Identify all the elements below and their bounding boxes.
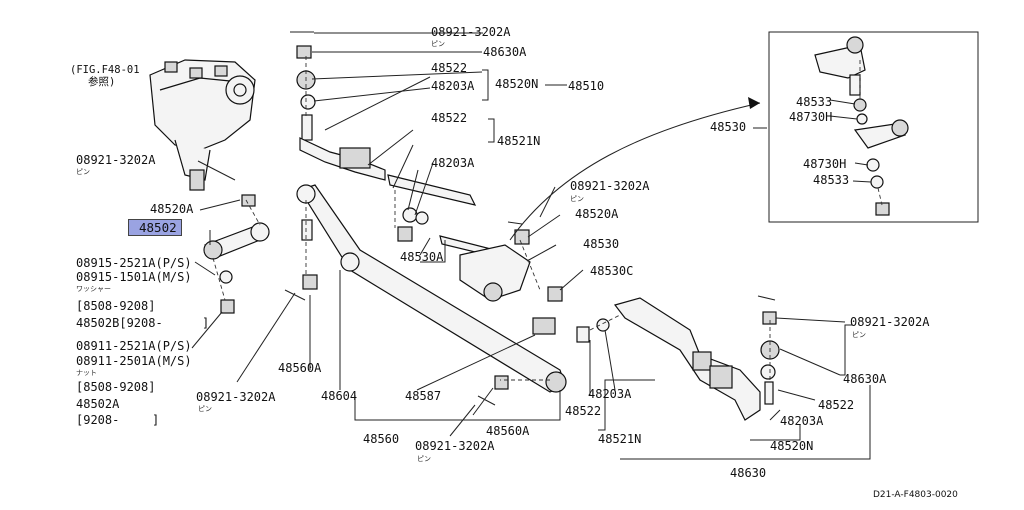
label-48520N-top: 48520N bbox=[495, 77, 539, 91]
label-inset-48730H-bottom: 48730H bbox=[803, 157, 847, 171]
label-48560A-bottom: 48560A bbox=[486, 424, 530, 438]
label-48630A-right: 48630A bbox=[843, 372, 887, 386]
label-48502B: 48502B[9208- bbox=[76, 316, 163, 330]
mid-tie-rod-parts bbox=[387, 174, 563, 302]
label-48203A-bottom: 48203A bbox=[588, 387, 632, 401]
label-date-range-3: [9208- bbox=[76, 413, 120, 427]
label-fig-ref: (FIG.F48-01 bbox=[70, 64, 140, 76]
label-48520A-left: 48520A bbox=[150, 202, 194, 216]
label-pin-right-bottom-note: ピン bbox=[852, 331, 866, 339]
label-nut-note: ナット bbox=[76, 369, 97, 377]
label-pin-top-note: ピン bbox=[431, 40, 445, 48]
label-48530A: 48530A bbox=[400, 250, 444, 264]
label-pin-right-mid-note: ピン bbox=[570, 195, 584, 203]
label-48560: 48560 bbox=[363, 432, 400, 446]
label-inset-48730H-top: 48730H bbox=[789, 110, 833, 124]
label-date-range-2: [8508-9208] bbox=[76, 380, 156, 394]
label-washer-ms: 08915-1501A(M/S) bbox=[76, 270, 192, 284]
label-48502-selected[interactable]: 48502 bbox=[128, 219, 182, 236]
label-nut-ms: 08911-2501A(M/S) bbox=[76, 354, 192, 368]
label-48203A-mid: 48203A bbox=[431, 156, 475, 170]
label-pin-left: 08921-3202A bbox=[76, 153, 156, 167]
pitman-arm-illustration bbox=[203, 194, 270, 314]
label-inset-48533-bottom: 48533 bbox=[813, 173, 850, 187]
label-48530C: 48530C bbox=[590, 264, 634, 278]
label-pin-bottom-left: 08921-3202A bbox=[196, 390, 276, 404]
label-pin-bottom-left-note: ピン bbox=[198, 405, 212, 413]
upper-tie-rod-parts bbox=[290, 31, 386, 181]
label-date-range-1: [8508-9208] bbox=[76, 299, 156, 313]
label-48530-inset: 48530 bbox=[710, 120, 747, 134]
idler-arm-inset-illustration bbox=[814, 36, 909, 216]
label-pin-right-mid: 08921-3202A bbox=[570, 179, 650, 193]
label-nut-ps: 08911-2521A(P/S) bbox=[76, 339, 192, 353]
label-48587: 48587 bbox=[405, 389, 442, 403]
label-pin-top: 08921-3202A bbox=[431, 25, 511, 39]
right-tie-rod-parts bbox=[576, 295, 780, 421]
label-48521N-top: 48521N bbox=[497, 134, 541, 148]
label-pin-bottom-mid: 08921-3202A bbox=[415, 439, 495, 453]
label-48522-top: 48522 bbox=[431, 61, 468, 75]
label-48530-mid: 48530 bbox=[583, 237, 620, 251]
label-48522-bottom: 48522 bbox=[565, 404, 602, 418]
label-48520N-bottom: 48520N bbox=[770, 439, 814, 453]
label-washer-note: ワッシャー bbox=[76, 285, 111, 293]
inset-arrow bbox=[509, 102, 761, 241]
label-48630: 48630 bbox=[730, 466, 767, 480]
steering-gear-illustration bbox=[149, 59, 256, 191]
label-pin-left-note: ピン bbox=[76, 168, 90, 176]
label-48560A-left: 48560A bbox=[278, 361, 322, 375]
label-48522-right: 48522 bbox=[818, 398, 855, 412]
label-pin-bottom-mid-note: ピン bbox=[417, 455, 431, 463]
inset-arrowhead bbox=[748, 97, 760, 109]
label-48520A-right: 48520A bbox=[575, 207, 619, 221]
leader-lines bbox=[191, 32, 872, 460]
label-48203A-top: 48203A bbox=[431, 79, 475, 93]
alignment-lines bbox=[212, 56, 883, 382]
label-48521N-bottom: 48521N bbox=[598, 432, 642, 446]
diagram-code: D21-A-F4803-0020 bbox=[873, 490, 958, 500]
label-48630A-top: 48630A bbox=[483, 45, 527, 59]
label-48522-mid: 48522 bbox=[431, 111, 468, 125]
label-washer-ps: 08915-2521A(P/S) bbox=[76, 256, 192, 270]
label-date-range-3-close: ] bbox=[152, 413, 160, 427]
label-48502B-close: ] bbox=[202, 316, 210, 330]
label-48203A-right: 48203A bbox=[780, 414, 824, 428]
label-fig-ref-note: 参照) bbox=[88, 76, 116, 88]
label-pin-right-bottom: 08921-3202A bbox=[850, 315, 930, 329]
inset-frame bbox=[768, 31, 979, 223]
label-inset-48533-top: 48533 bbox=[796, 95, 833, 109]
label-48510: 48510 bbox=[568, 79, 605, 93]
label-48502A: 48502A bbox=[76, 397, 120, 411]
center-link-illustration bbox=[284, 184, 567, 406]
label-48604: 48604 bbox=[321, 389, 358, 403]
